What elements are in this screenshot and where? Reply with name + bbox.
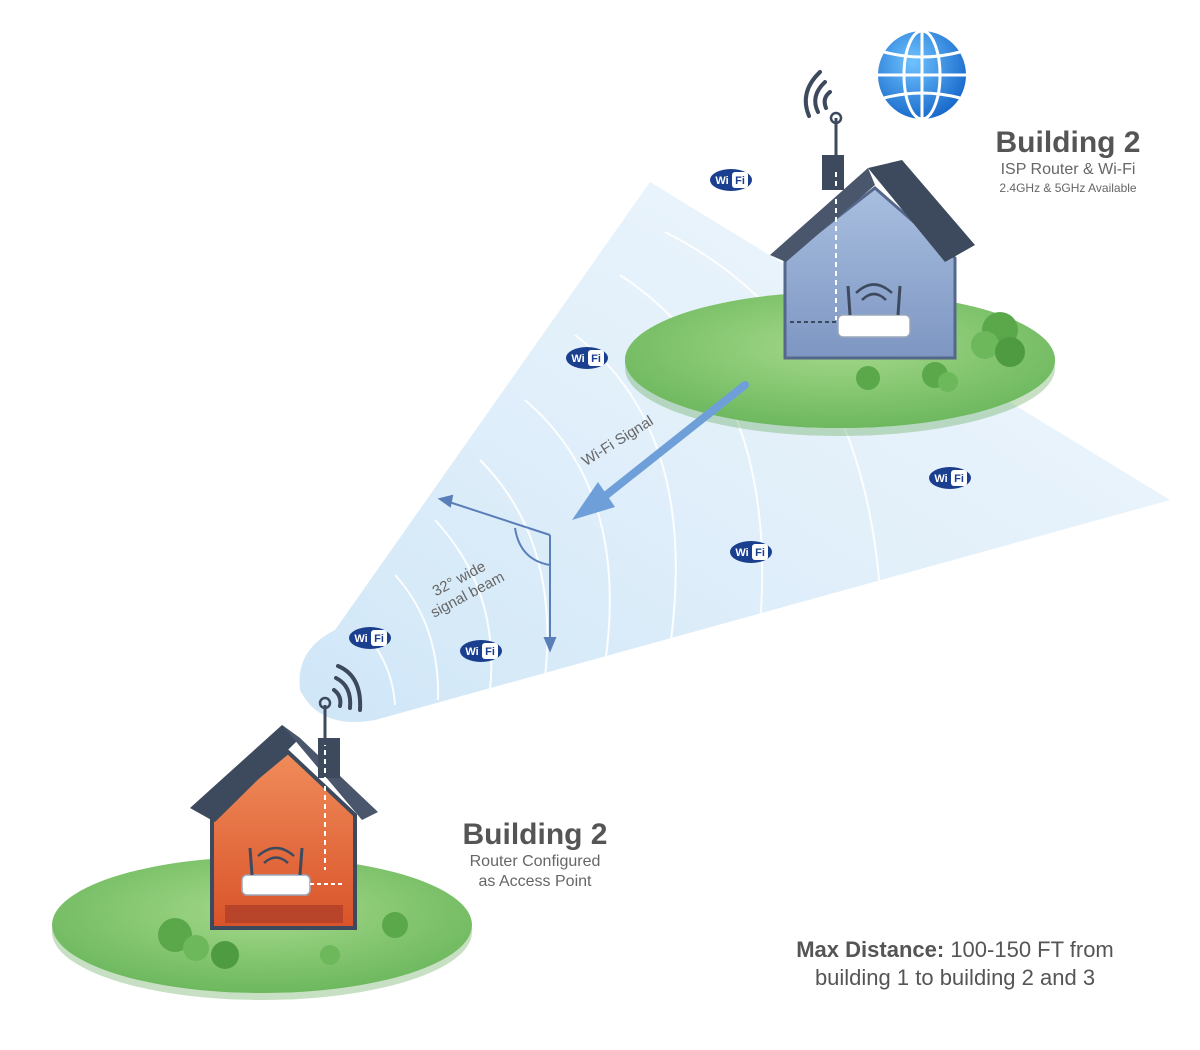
beam-angle-marker bbox=[437, 494, 557, 653]
globe-icon bbox=[878, 29, 966, 121]
top-trees bbox=[856, 312, 1025, 392]
wifi-badge-left-text: Wi bbox=[715, 175, 728, 187]
wifi-badge-icon: Wi Fi bbox=[710, 169, 752, 191]
wifi-badge-left-text: Wi bbox=[354, 633, 367, 645]
max-distance-note: Max Distance: 100-150 FT from building 1… bbox=[735, 936, 1175, 992]
wifi-badge-left-text: Wi bbox=[465, 646, 478, 658]
max-distance-text-line2: building 1 to building 2 and 3 bbox=[814, 965, 1096, 990]
wifi-badge-right-text: Fi bbox=[374, 633, 384, 645]
wifi-badge-icon: Wi Fi bbox=[349, 627, 391, 649]
top-building-title: Building 2 bbox=[995, 126, 1141, 159]
bottom-building-label: Building 2 Router Configured as Access P… bbox=[420, 818, 650, 892]
wifi-badge-right-text: Fi bbox=[485, 646, 495, 658]
top-chimney bbox=[822, 155, 844, 190]
wifi-badge-left-text: Wi bbox=[571, 353, 584, 365]
wifi-badge-left-text: Wi bbox=[934, 473, 947, 485]
wifi-badge-right-text: Fi bbox=[954, 473, 964, 485]
top-house bbox=[770, 111, 975, 360]
bottom-trees bbox=[158, 912, 408, 969]
wifi-badge-icon: Wi Fi bbox=[929, 467, 971, 489]
bottom-chimney bbox=[318, 738, 340, 778]
max-distance-label: Max Distance: bbox=[796, 937, 945, 962]
arrow-icon bbox=[572, 381, 749, 520]
bottom-antenna-icon bbox=[332, 664, 363, 712]
wifi-badge-icon: Wi Fi bbox=[566, 347, 608, 369]
max-distance-line1: Max Distance: 100-150 FT from bbox=[735, 936, 1175, 964]
bottom-building-subtitle-line2: as Access Point bbox=[478, 873, 592, 890]
bottom-house-roof bbox=[190, 725, 300, 822]
wifi-badge-left-text: Wi bbox=[735, 547, 748, 559]
top-building-label: Building 2 ISP Router & Wi-Fi 2.4GHz & 5… bbox=[958, 126, 1178, 196]
top-building-detail: 2.4GHz & 5GHz Available bbox=[999, 181, 1137, 195]
wifi-badge-icon: Wi Fi bbox=[460, 640, 502, 662]
wifi-badge-right-text: Fi bbox=[735, 175, 745, 187]
top-house-roof bbox=[868, 160, 975, 262]
signal-beam bbox=[299, 182, 1170, 722]
bottom-house bbox=[190, 696, 378, 930]
top-router-icon bbox=[837, 283, 911, 338]
max-distance-text-line1: 100-150 FT from bbox=[950, 937, 1114, 962]
wifi-badge-right-text: Fi bbox=[755, 547, 765, 559]
top-building-subtitle: ISP Router & Wi-Fi bbox=[1000, 161, 1136, 178]
bottom-building-title: Building 2 bbox=[462, 818, 608, 851]
bottom-building-subtitle-line1: Router Configured bbox=[469, 853, 601, 870]
wifi-badge-right-text: Fi bbox=[591, 353, 601, 365]
wifi-badge-icon: Wi Fi bbox=[730, 541, 772, 563]
top-antenna-icon bbox=[803, 70, 832, 118]
